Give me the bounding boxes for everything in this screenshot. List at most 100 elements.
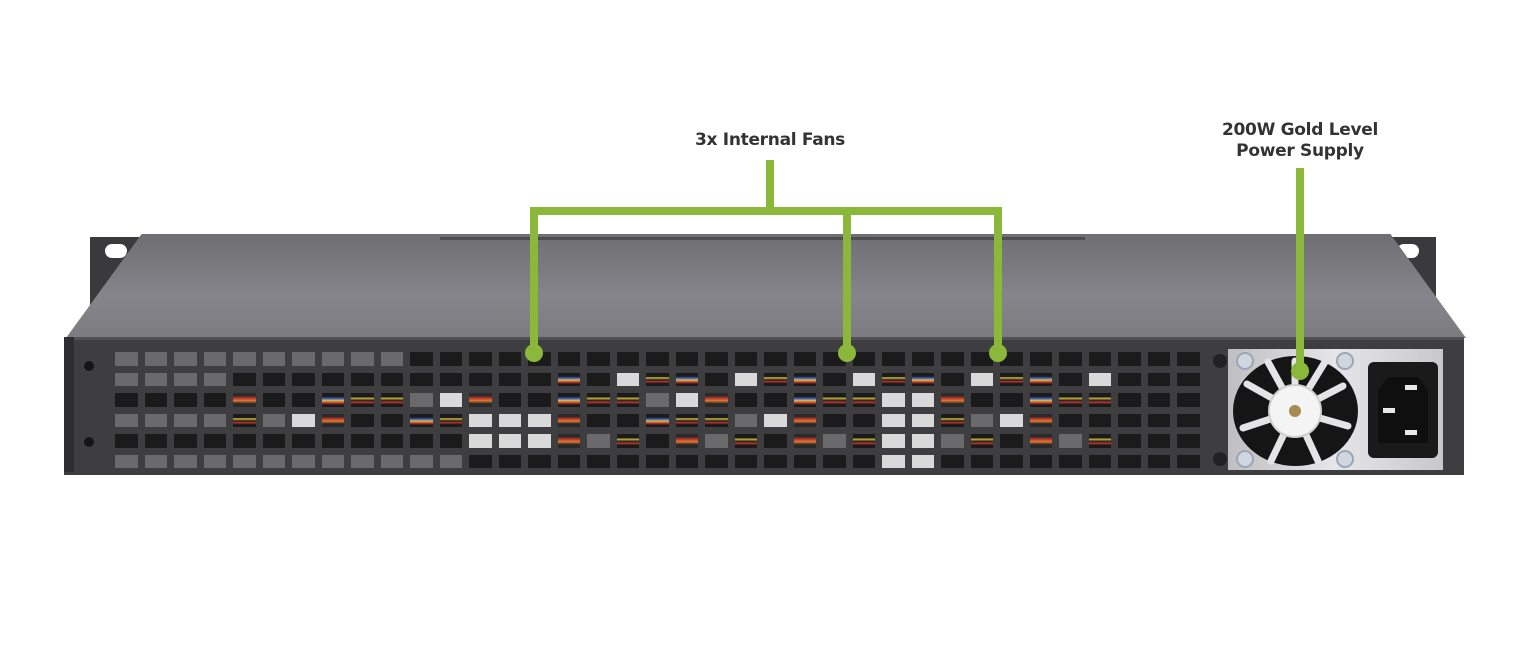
vent-slot	[262, 393, 286, 407]
vent-slot	[970, 434, 994, 448]
vent-slot	[1088, 352, 1112, 366]
vent-slot	[587, 413, 610, 427]
vent-slot	[1000, 454, 1023, 468]
vent-slot	[852, 393, 876, 407]
vent-slot	[705, 372, 728, 386]
vent-slot	[203, 372, 227, 386]
vent-slot	[852, 434, 876, 448]
vent-slot	[498, 393, 522, 407]
vent-slot	[1118, 393, 1141, 407]
vent-slot	[793, 454, 817, 468]
vent-slot	[528, 454, 551, 468]
vent-slot	[675, 393, 699, 407]
vent-slot	[469, 393, 492, 407]
vent-slot	[616, 454, 640, 468]
vent-slot	[1177, 454, 1200, 468]
vent-slot	[144, 434, 168, 448]
vent-slot	[1177, 393, 1200, 407]
vent-slot	[410, 434, 433, 448]
vent-slot	[1147, 352, 1171, 366]
vent-slot	[1088, 434, 1112, 448]
vent-slot	[911, 434, 935, 448]
vent-slot	[174, 352, 197, 366]
vent-slot	[882, 352, 905, 366]
vent-slot	[675, 434, 699, 448]
vent-slot	[380, 413, 404, 427]
vent-slot	[115, 372, 138, 386]
fan-2-marker	[838, 344, 856, 362]
vent-slot	[321, 413, 345, 427]
vent-slot	[1177, 372, 1200, 386]
fans-callout-leg-2	[843, 207, 851, 353]
vent-slot	[1029, 393, 1053, 407]
fans-callout-stem	[766, 160, 774, 212]
fan-grill-icon	[1239, 357, 1352, 465]
vent-slot	[262, 413, 286, 427]
vent-slot	[970, 413, 994, 427]
vent-slot	[528, 413, 551, 427]
vent-slot	[203, 434, 227, 448]
vent-slot	[646, 352, 669, 366]
vent-slot	[174, 454, 197, 468]
chassis-top-seam	[440, 237, 1085, 240]
fans-callout-leg-3	[994, 207, 1002, 353]
vent-slot	[1118, 434, 1141, 448]
vent-slot	[1000, 393, 1023, 407]
vent-slot	[498, 454, 522, 468]
vent-slot	[1177, 352, 1200, 366]
callout-label-internal-fans: 3x Internal Fans	[694, 130, 845, 150]
vent-slot	[616, 393, 640, 407]
vent-slot	[646, 393, 669, 407]
vent-slot	[675, 454, 699, 468]
vent-slot	[115, 413, 138, 427]
vent-slot	[675, 372, 699, 386]
vent-grid	[115, 352, 1200, 468]
vent-slot	[1118, 372, 1141, 386]
vent-slot	[970, 352, 994, 366]
vent-slot	[351, 413, 374, 427]
vent-slot	[734, 454, 758, 468]
vent-slot	[557, 393, 581, 407]
vent-slot	[941, 454, 964, 468]
vent-slot	[941, 393, 964, 407]
vent-slot	[351, 393, 374, 407]
vent-slot	[823, 393, 846, 407]
vent-slot	[734, 372, 758, 386]
psu-mount-screw-bottom	[1213, 452, 1227, 466]
vent-slot	[705, 413, 728, 427]
vent-slot	[764, 413, 787, 427]
vent-slot	[115, 352, 138, 366]
vent-slot	[1059, 372, 1082, 386]
vent-slot	[587, 352, 610, 366]
vent-slot	[439, 352, 463, 366]
vent-slot	[734, 434, 758, 448]
vent-slot	[1118, 454, 1141, 468]
vent-slot	[1059, 352, 1082, 366]
vent-slot	[1029, 413, 1053, 427]
vent-slot	[852, 454, 876, 468]
vent-slot	[380, 434, 404, 448]
vent-slot	[439, 434, 463, 448]
vent-slot	[292, 434, 315, 448]
vent-slot	[616, 372, 640, 386]
vent-slot	[1029, 454, 1053, 468]
vent-slot	[292, 372, 315, 386]
vent-slot	[203, 454, 227, 468]
vent-slot	[174, 393, 197, 407]
vent-slot	[1059, 454, 1082, 468]
vent-slot	[882, 393, 905, 407]
vent-slot	[469, 372, 492, 386]
vent-slot	[793, 393, 817, 407]
vent-slot	[203, 413, 227, 427]
vent-slot	[439, 454, 463, 468]
vent-slot	[144, 413, 168, 427]
vent-slot	[144, 352, 168, 366]
vent-slot	[439, 372, 463, 386]
vent-slot	[1147, 454, 1171, 468]
vent-slot	[1177, 413, 1200, 427]
vent-slot	[705, 393, 728, 407]
vent-slot	[1059, 393, 1082, 407]
vent-slot	[203, 393, 227, 407]
fan-3-marker	[989, 344, 1007, 362]
vent-slot	[469, 434, 492, 448]
